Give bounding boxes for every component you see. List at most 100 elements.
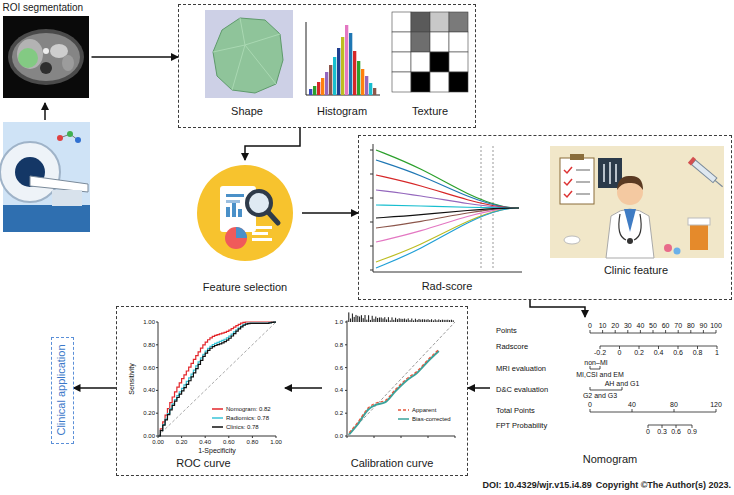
axis-tick-mark bbox=[622, 387, 623, 390]
rug-bar bbox=[437, 320, 438, 322]
axis-tick: 0 bbox=[588, 322, 592, 330]
clinic-illustration bbox=[550, 146, 724, 258]
image-panel: Histogram bbox=[300, 8, 384, 122]
mri-scanner bbox=[3, 205, 90, 232]
feature-selection-icon bbox=[225, 227, 247, 249]
axis-tick: 0.00 bbox=[143, 433, 155, 440]
axis-name: MRI evaluation bbox=[496, 365, 546, 374]
rug-bar bbox=[433, 320, 434, 322]
axis-tick-mark bbox=[590, 409, 591, 412]
rug-bar bbox=[366, 320, 367, 322]
rug-bar bbox=[420, 320, 421, 322]
feature-selection-icon bbox=[268, 212, 278, 223]
plot-axis bbox=[373, 144, 522, 272]
footer: DOI: 10.4329/wjr.v15.i4.89Copyright ©The… bbox=[479, 480, 731, 490]
axis-tick-mark bbox=[690, 330, 691, 333]
rug-bar bbox=[446, 320, 447, 322]
texture-grid bbox=[392, 12, 468, 92]
panel-caption: Texture bbox=[412, 105, 448, 118]
roc-line bbox=[158, 322, 276, 436]
axis-tick-mark bbox=[615, 330, 616, 333]
axis-tick: 0.20 bbox=[143, 410, 155, 417]
rug-bar bbox=[368, 315, 369, 322]
coefficient-path bbox=[376, 190, 519, 208]
rug-bar bbox=[347, 321, 348, 323]
image-panel: Texture bbox=[386, 8, 474, 122]
roc-line bbox=[158, 322, 276, 436]
axis-tick-mark bbox=[602, 330, 603, 333]
dashed-group: Rad-scoreClinic feature bbox=[358, 135, 732, 300]
mri-image bbox=[43, 48, 49, 54]
histogram-bar bbox=[365, 76, 368, 95]
texture-grid bbox=[392, 72, 411, 92]
axis-tick: 80 bbox=[687, 322, 695, 330]
clinic-illustration bbox=[564, 236, 580, 244]
rug-bar bbox=[410, 320, 411, 322]
axis-tick-mark bbox=[345, 322, 347, 323]
coefficient-path bbox=[376, 150, 519, 208]
axis-tick-mark bbox=[665, 330, 666, 333]
feature-selection-icon bbox=[252, 238, 272, 241]
rug-bar bbox=[397, 319, 398, 322]
axis-tick: 0 bbox=[646, 428, 650, 436]
rug-bar bbox=[419, 319, 420, 322]
histogram-bar bbox=[349, 33, 352, 95]
texture-grid bbox=[449, 72, 468, 92]
axis-tick-mark bbox=[156, 322, 158, 323]
shape-render bbox=[213, 18, 280, 90]
rug-bar bbox=[392, 317, 393, 322]
rug-bar bbox=[404, 319, 405, 322]
histogram-bar bbox=[309, 89, 312, 95]
axis-tick-mark bbox=[632, 409, 633, 412]
axis-tick: 1.0 bbox=[335, 319, 343, 326]
axis-tick-mark bbox=[455, 436, 456, 438]
coefficient-path bbox=[376, 208, 519, 262]
axis-tick-mark bbox=[674, 409, 675, 412]
calibration-line bbox=[349, 351, 439, 434]
texture-grid bbox=[411, 52, 430, 72]
texture-grid bbox=[411, 72, 430, 92]
feature-selection-icon bbox=[226, 200, 240, 203]
axis-tick-mark bbox=[252, 436, 253, 438]
rug-bar bbox=[422, 319, 423, 322]
axis-tick-mark bbox=[276, 436, 277, 438]
histogram-bar bbox=[361, 69, 364, 95]
mri-image bbox=[3, 16, 89, 98]
image-panel: Clinic feature bbox=[545, 139, 727, 297]
axis-tick: 70 bbox=[674, 322, 682, 330]
chart-panel: Calibration curve bbox=[322, 311, 462, 472]
axis-tick-mark bbox=[370, 222, 373, 223]
histogram-bar bbox=[317, 82, 320, 95]
coefficient-path bbox=[376, 208, 519, 242]
histogram-bar bbox=[313, 86, 316, 95]
vertical-label: Clinical application bbox=[55, 344, 68, 435]
flow-arrow bbox=[468, 387, 490, 389]
image-panel: Shape bbox=[196, 8, 298, 122]
axis-tick: 0.00 bbox=[152, 439, 164, 446]
axis-name: FPT Probability bbox=[496, 422, 547, 431]
axis-tick-mark bbox=[370, 198, 373, 199]
axis-tick-mark bbox=[228, 436, 229, 438]
axis-tick-mark bbox=[590, 387, 591, 390]
texture-grid bbox=[430, 72, 449, 92]
legend-text: Bias-corrected bbox=[412, 416, 451, 423]
axis-tick-mark bbox=[181, 436, 182, 438]
mri-image bbox=[8, 29, 84, 85]
category-label: G2 and G3 bbox=[583, 392, 617, 400]
panel-caption: Calibration curve bbox=[351, 457, 434, 470]
panel-caption: ROC curve bbox=[176, 457, 230, 470]
flow-arrow bbox=[74, 387, 117, 389]
nomogram-axis bbox=[590, 412, 716, 413]
axis-tick: 0.8 bbox=[335, 341, 343, 348]
clinic-illustration bbox=[617, 176, 643, 190]
axis-name: Total Points bbox=[496, 407, 535, 416]
clinic-illustration bbox=[627, 238, 633, 244]
rug-bar bbox=[381, 317, 382, 322]
rug-bar bbox=[379, 317, 380, 322]
chart-drawings bbox=[156, 22, 717, 438]
axis-tick: 0.6 bbox=[671, 428, 681, 436]
mri-image bbox=[17, 39, 43, 69]
